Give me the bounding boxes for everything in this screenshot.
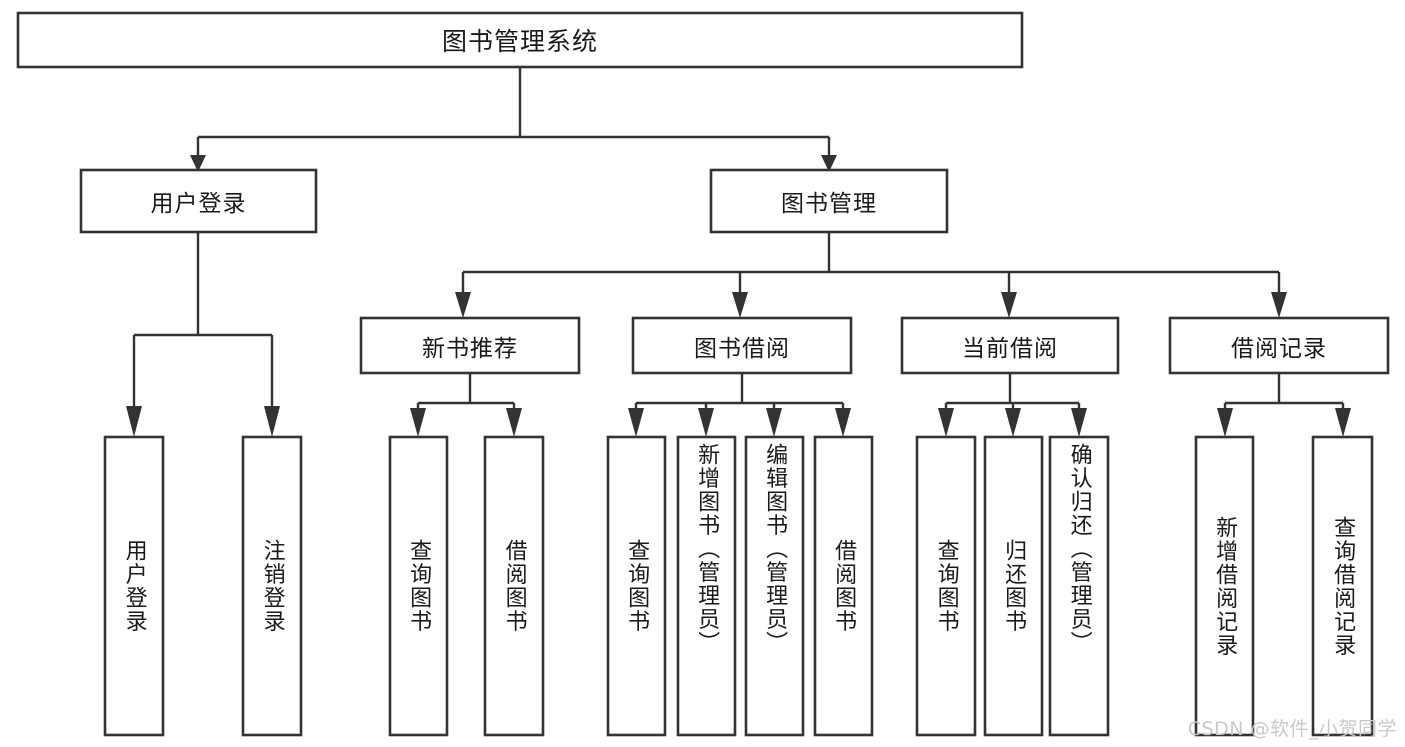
node-leaf-return-book[interactable]	[983, 435, 1044, 737]
node-leaf-confirm-return-admin[interactable]	[1048, 435, 1110, 737]
arrow-new-book-recommend	[455, 292, 471, 318]
arrow-leaf-user-login	[126, 406, 142, 437]
node-user-login[interactable]	[79, 168, 318, 234]
node-root[interactable]	[16, 11, 1024, 69]
node-leaf-logout-login[interactable]	[241, 435, 303, 737]
arrow-leaf-add-borrow-record	[1217, 408, 1233, 437]
node-leaf-query-book-borrow[interactable]	[606, 435, 667, 737]
arrow-leaf-edit-book-admin	[766, 408, 782, 437]
node-borrow-record[interactable]	[1168, 316, 1390, 375]
arrow-leaf-borrow-book-recommend	[506, 408, 522, 437]
arrow-current-borrow	[1001, 292, 1017, 318]
watermark-text: CSDN @软件_小贺同学	[1187, 718, 1397, 740]
node-new-book-recommend[interactable]	[359, 316, 581, 375]
arrow-leaf-borrow-book	[835, 408, 851, 437]
node-leaf-user-login[interactable]	[103, 435, 165, 737]
node-leaf-edit-book-admin[interactable]	[744, 435, 805, 737]
arrow-leaf-add-book-admin	[698, 408, 714, 437]
arrow-book-borrow	[732, 292, 748, 318]
arrow-borrow-record	[1271, 292, 1287, 318]
arrow-user-login	[190, 155, 206, 172]
arrow-leaf-query-book-recommend	[410, 408, 426, 437]
node-leaf-add-borrow-record[interactable]	[1194, 435, 1255, 737]
node-box-layer	[16, 11, 1390, 737]
arrow-leaf-logout-login	[264, 406, 280, 437]
node-leaf-borrow-book-recommend[interactable]	[483, 435, 545, 737]
node-leaf-query-borrow-record[interactable]	[1311, 435, 1374, 737]
node-leaf-borrow-book[interactable]	[813, 435, 874, 737]
arrow-leaf-return-book	[1005, 408, 1021, 437]
arrow-leaf-query-borrow-record	[1335, 408, 1351, 437]
connector-layer	[126, 67, 1351, 437]
node-book-management[interactable]	[709, 168, 949, 234]
node-book-borrow[interactable]	[631, 316, 853, 375]
node-leaf-query-book-recommend[interactable]	[388, 435, 449, 737]
arrow-leaf-query-book-borrow	[628, 408, 644, 437]
arrow-leaf-confirm-return-admin	[1071, 408, 1087, 437]
node-leaf-add-book-admin[interactable]	[676, 435, 737, 737]
arrow-book-management	[821, 155, 837, 172]
arrow-leaf-query-book-current	[938, 408, 954, 437]
node-current-borrow[interactable]	[900, 316, 1120, 375]
node-leaf-query-book-current[interactable]	[915, 435, 977, 737]
